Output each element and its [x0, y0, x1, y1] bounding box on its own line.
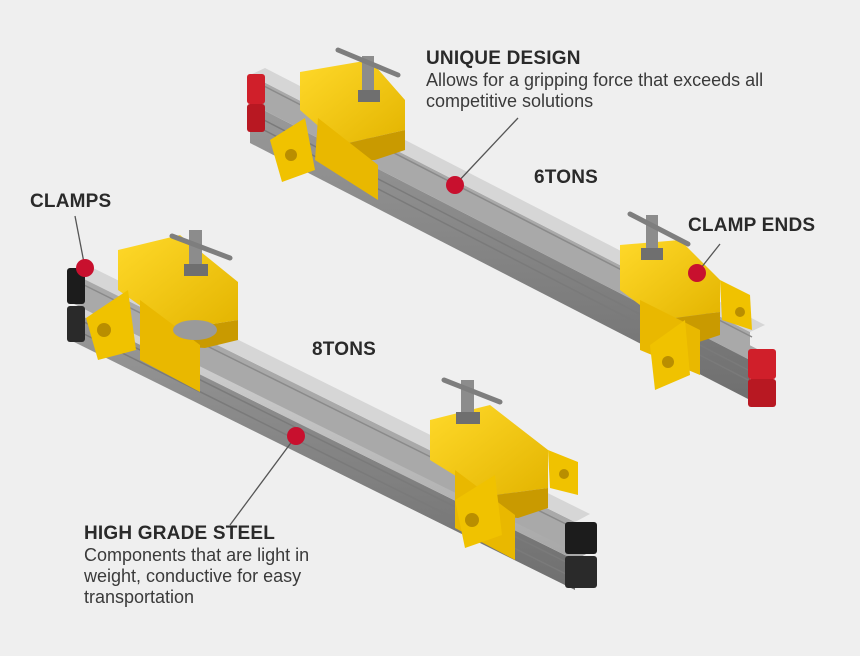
callout-title: UNIQUE DESIGN [426, 48, 581, 69]
lower-bar-assembly [67, 230, 597, 590]
capacity-label-8tons: 8TONS [312, 339, 377, 360]
capacity-label-6tons: 6TONS [534, 167, 599, 188]
callout-clamps: CLAMPS [30, 191, 112, 212]
upper-clamp-left [270, 47, 405, 200]
marker-high-grade-steel [287, 427, 305, 445]
callout-description: Components that are light in weight, con… [84, 545, 310, 607]
callout-unique-design: UNIQUE DESIGN Allows for a gripping forc… [426, 48, 806, 112]
leader-high-grade-steel [229, 435, 297, 526]
upper-end-cap-right [748, 349, 776, 407]
lower-end-cap-right [565, 522, 597, 588]
lower-clamp-left [86, 230, 238, 392]
callout-description: Allows for a gripping force that exceeds… [426, 70, 764, 111]
upper-clamp-right [620, 211, 752, 390]
callout-markers [76, 176, 706, 445]
callout-high-grade-steel: HIGH GRADE STEEL Components that are lig… [84, 523, 384, 608]
callout-title: HIGH GRADE STEEL [84, 523, 276, 544]
callout-clamp-ends: CLAMP ENDS [688, 215, 816, 236]
lower-clamp-right [430, 377, 578, 560]
upper-bar-assembly [247, 47, 776, 407]
marker-clamps [76, 259, 94, 277]
marker-clamp-ends [688, 264, 706, 282]
upper-end-cap-left [247, 74, 265, 132]
lower-end-cap-left [67, 268, 85, 342]
leader-unique-design [454, 117, 519, 186]
marker-unique-design [446, 176, 464, 194]
